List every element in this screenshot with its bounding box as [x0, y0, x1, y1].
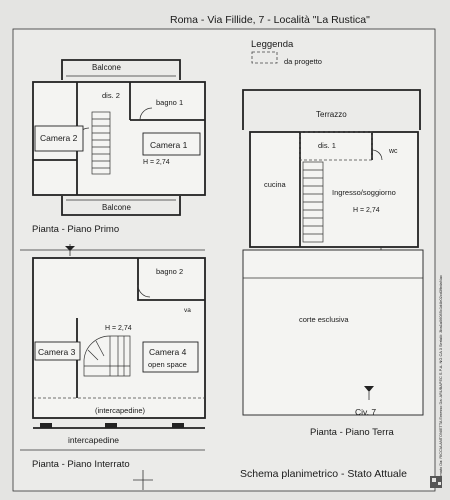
plan-piano-primo: Balcone dis. 2 bagno 1 Camera 2 Camera 1… [32, 59, 206, 235]
drawing-title: Roma - Via Fillide, 7 - Località "La Rus… [170, 14, 370, 26]
legend-dashed-swatch [251, 51, 278, 64]
caption-piano-terra: Pianta - Piano Terra [310, 427, 395, 438]
digital-signature-stamp: Firmato Da: RICCIA ANTONIETTA Emesso Da:… [438, 275, 443, 480]
label-wc: wc [388, 148, 398, 155]
label-balcone-bottom: Balcone [102, 203, 131, 212]
label-bagno-1: bagno 1 [156, 98, 183, 107]
label-camera-3: Camera 3 [38, 347, 76, 357]
schema-caption: Schema planimetrico - Stato Attuale [240, 468, 407, 480]
label-camera-2: Camera 2 [40, 133, 78, 143]
label-camera-4: Camera 4 [149, 347, 187, 357]
legend-title: Leggenda [251, 39, 294, 50]
label-cucina: cucina [264, 180, 287, 189]
stamp-qr-icon [430, 476, 442, 488]
label-balcone-top: Balcone [92, 63, 121, 72]
label-va: va [184, 307, 191, 314]
label-terrazzo: Terrazzo [316, 110, 347, 119]
label-height-primo: H = 2,74 [143, 159, 170, 166]
label-bagno-2: bagno 2 [156, 267, 183, 276]
label-dis-1: dis. 1 [318, 141, 336, 150]
caption-piano-interrato: Pianta - Piano Interrato [32, 459, 130, 470]
label-corte-esclusiva: corte esclusiva [299, 315, 349, 324]
label-civ-7: Civ. 7 [355, 407, 376, 417]
label-dis-2: dis. 2 [102, 91, 120, 100]
legend-item-label: da progetto [284, 57, 322, 66]
plan-piano-interrato: bagno 2 va H = 2,74 Camera 3 Camera 4 op… [20, 244, 206, 490]
caption-piano-primo: Pianta - Piano Primo [32, 224, 119, 235]
label-intercapedine-inner: (intercapedine) [95, 406, 146, 415]
label-open-space: open space [148, 360, 187, 369]
label-intercapedine-outer: intercapedine [68, 435, 119, 445]
label-ingresso-soggiorno: Ingresso/soggiorno [332, 188, 396, 197]
label-camera-1: Camera 1 [150, 140, 188, 150]
plan-piano-terra: Terrazzo dis. 1 wc cucina Ingresso/soggi… [242, 89, 424, 438]
label-height-interrato: H = 2,74 [105, 325, 132, 332]
label-height-terra: H = 2,74 [353, 207, 380, 214]
